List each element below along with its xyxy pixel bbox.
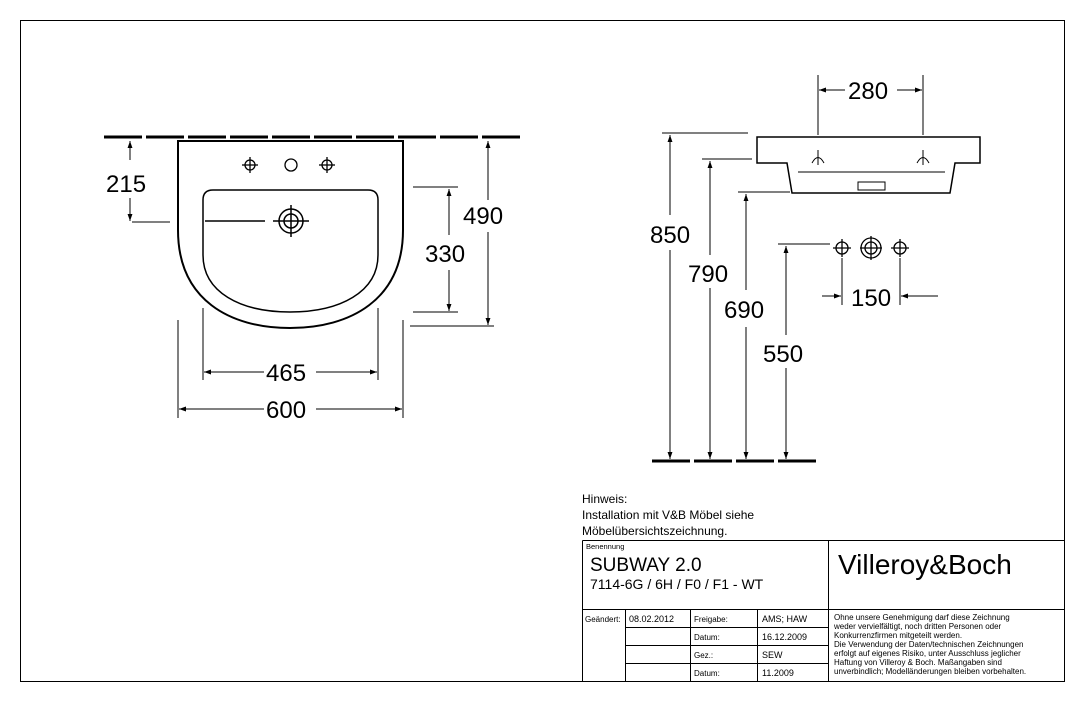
- svg-text:Möbelübersichtszeichnung.: Möbelübersichtszeichnung.: [582, 524, 727, 538]
- changed-date: 08.02.2012: [629, 614, 674, 624]
- dim-215-label: 215: [106, 171, 146, 198]
- disclaimer: Ohne unsere Genehmigung darf diese Zeich…: [833, 613, 1026, 676]
- product-name: SUBWAY 2.0: [590, 555, 702, 576]
- dim-150-lines: [822, 258, 938, 305]
- changed-label: Geändert:: [585, 615, 621, 624]
- dim-490-label: 490: [463, 203, 503, 230]
- svg-text:Hinweis:: Hinweis:: [582, 492, 627, 506]
- tap-holes: [242, 157, 335, 173]
- svg-text:Installation mit V&B Möbel sie: Installation mit V&B Möbel siehe: [582, 508, 754, 522]
- dim-850-label: 850: [650, 222, 690, 249]
- brand-logo: Villeroy&Boch: [838, 549, 1012, 580]
- dim-550-label: 550: [763, 341, 803, 368]
- dim-465-label: 465: [266, 360, 306, 387]
- dim-600-label: 600: [266, 397, 306, 424]
- dim-150-label: 150: [851, 285, 891, 312]
- svg-text:Die Verwendung der Daten/techn: Die Verwendung der Daten/technischen Zei…: [834, 640, 1023, 649]
- drawn-value: SEW: [762, 650, 783, 660]
- date2-value: 11.2009: [762, 668, 794, 678]
- side-view: [652, 75, 981, 463]
- dim-330-label: 330: [425, 241, 465, 268]
- date-label: Datum:: [694, 633, 720, 642]
- drawn-label: Gez.:: [694, 651, 713, 660]
- date-value: 16.12.2009: [762, 632, 807, 642]
- dim-465-600-lines: [177, 308, 404, 418]
- dim-790-label: 790: [688, 261, 728, 288]
- svg-text:weder vervielfältigt, noch dri: weder vervielfältigt, noch dritten Perso…: [833, 622, 1002, 631]
- release-value: AMS; HAW: [762, 614, 808, 624]
- svg-text:Haftung von Villeroy & Boch. M: Haftung von Villeroy & Boch. Maßangaben …: [834, 658, 1002, 667]
- dim-280-label: 280: [848, 78, 888, 105]
- front-view: [104, 135, 520, 418]
- height-dim-lines: [667, 135, 789, 459]
- dim-280-lines: [817, 75, 924, 135]
- date2-label: Datum:: [694, 669, 720, 678]
- basin-bowl: [202, 189, 379, 313]
- svg-text:unverbindlich; Modelländerunge: unverbindlich; Modelländerungen bleiben …: [834, 667, 1026, 676]
- article-numbers: 7114-6G / 6H / F0 / F1 - WT: [590, 576, 764, 592]
- svg-text:erfolgt auf eigenes Risiko, un: erfolgt auf eigenes Risiko, unter Aussch…: [834, 649, 1021, 658]
- installation-note: Hinweis: Installation mit V&B Möbel sieh…: [582, 492, 754, 538]
- dim-690-label: 690: [724, 297, 764, 324]
- dim-330-490-lines: [410, 141, 494, 327]
- svg-text:Ohne unsere Genehmigung darf d: Ohne unsere Genehmigung darf diese Zeich…: [834, 613, 1010, 622]
- release-label: Freigabe:: [694, 615, 728, 624]
- drain: [205, 205, 309, 237]
- basin-outline: [177, 140, 404, 330]
- designation-label: Benennung: [586, 542, 624, 551]
- dim-215-lines: [127, 141, 170, 223]
- svg-text:Konkurrenzfirmen mitgeteilt we: Konkurrenzfirmen mitgeteilt werden.: [834, 631, 962, 640]
- title-block: [582, 540, 1064, 682]
- tap-hole-detail: [833, 236, 909, 260]
- drawing-frame: [20, 20, 1065, 682]
- basin-side-profile: [756, 136, 981, 194]
